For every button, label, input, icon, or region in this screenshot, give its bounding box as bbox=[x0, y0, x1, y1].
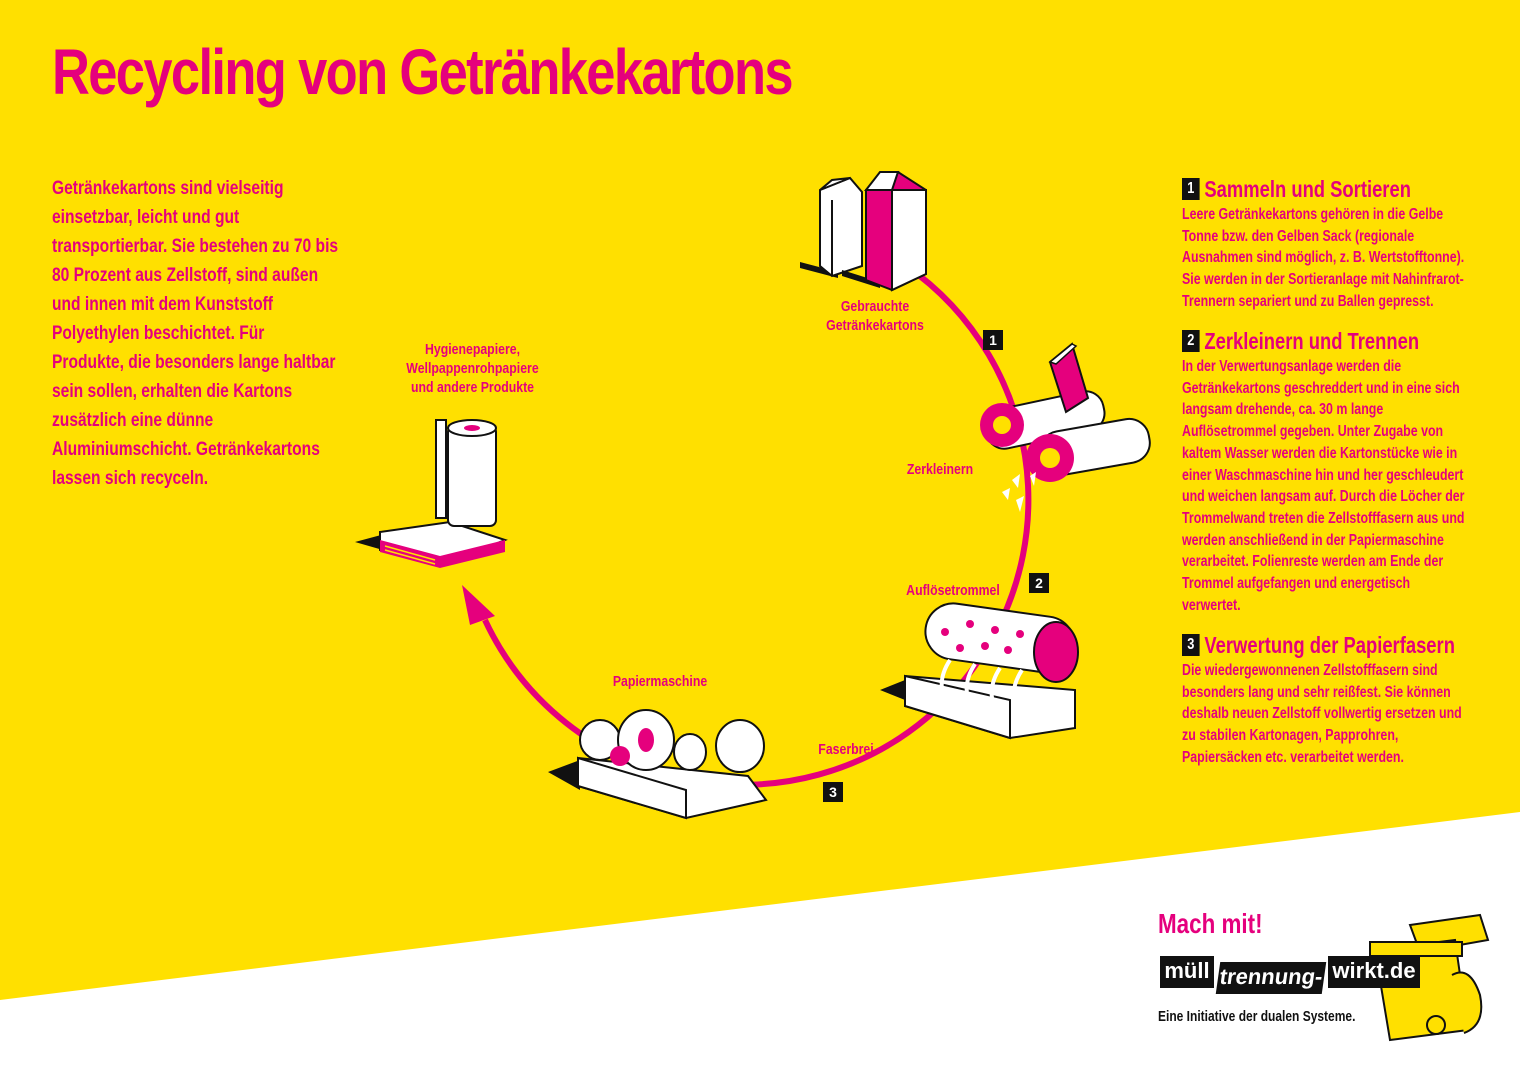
page-title: Recycling von Getränkekartons bbox=[52, 36, 794, 108]
label-drum: Auflösetrommel bbox=[906, 582, 1000, 599]
call-to-action: Mach mit! bbox=[1158, 908, 1263, 939]
intro-text: Getränkekartons sind vielseitig einsetzb… bbox=[52, 177, 339, 489]
label-products: Hygienepapiere, Wellpappenrohpapiere und… bbox=[406, 341, 539, 396]
label-pulp: Faserbrei bbox=[818, 741, 874, 758]
step-1-text: Leere Getränkekartons gehören in die Gel… bbox=[1182, 206, 1465, 310]
paper-machine-illustration bbox=[548, 709, 768, 820]
cycle-marker-1: 1 bbox=[983, 330, 1003, 350]
step-1-title: Sammeln und Sortieren bbox=[1204, 176, 1411, 202]
label-shred: Zerkleinern bbox=[906, 461, 974, 478]
step-3-number: 3 bbox=[1182, 634, 1200, 656]
cartons-illustration bbox=[800, 170, 927, 292]
drum-illustration bbox=[880, 602, 1079, 740]
products-illustration bbox=[355, 419, 508, 568]
step-3-title: Verwertung der Papierfasern bbox=[1204, 632, 1455, 658]
label-used-cartons: Gebrauchte Getränkekartons bbox=[826, 298, 924, 334]
step-2-number: 2 bbox=[1182, 330, 1200, 352]
logo-part-trennung: trennung- bbox=[1215, 962, 1327, 994]
logo-part-muell: müll bbox=[1160, 956, 1214, 988]
cycle-arrowhead bbox=[462, 585, 495, 625]
step-3-text: Die wiedergewonnenen Zellstofffasern sin… bbox=[1182, 662, 1462, 766]
shredder-illustration bbox=[980, 342, 1151, 512]
step-2-title: Zerkleinern und Trennen bbox=[1204, 328, 1420, 354]
logo-part-wirkt: wirkt.de bbox=[1328, 956, 1420, 988]
step-1-number: 1 bbox=[1182, 178, 1200, 200]
initiative-text: Eine Initiative der dualen Systeme. bbox=[1158, 1008, 1356, 1025]
cycle-marker-3: 3 bbox=[823, 782, 843, 802]
label-papermachine: Papiermaschine bbox=[612, 673, 708, 690]
cycle-marker-2: 2 bbox=[1029, 573, 1049, 593]
step-2-text: In der Verwertungsanlage werden die Getr… bbox=[1182, 358, 1465, 614]
